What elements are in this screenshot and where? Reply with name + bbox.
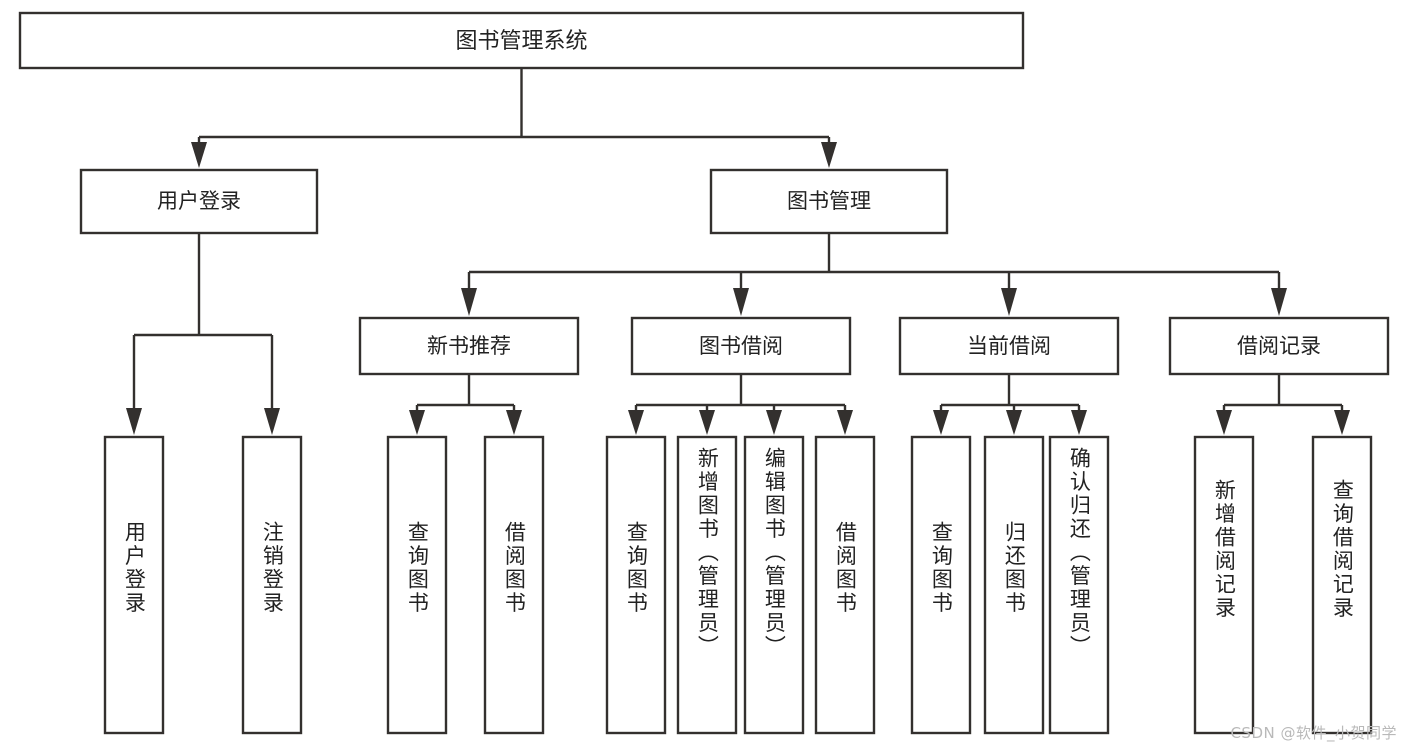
arrowhead-book-borrow-leaf-1 <box>628 410 644 435</box>
leaf-query-book-current-box[interactable] <box>910 435 972 735</box>
node-new-book-recommend-box[interactable] <box>358 316 580 376</box>
node-root[interactable]: 图书管理系统 <box>18 11 1025 70</box>
arrowhead-book-manage-child-3 <box>1001 288 1017 316</box>
leaf-query-book-borrow-box[interactable] <box>605 435 667 735</box>
node-new-book-recommend[interactable]: 新书推荐 <box>358 316 580 376</box>
node-current-borrow-label: 当前借阅 <box>967 334 1051 358</box>
connector-group-borrow-records <box>1216 374 1350 435</box>
connector-group-user-login <box>126 233 280 435</box>
node-current-borrow-box[interactable] <box>898 316 1120 376</box>
connector-group-root <box>191 68 837 168</box>
arrowhead-root-to-user-login <box>191 142 207 168</box>
arrowhead-book-borrow-leaf-2 <box>699 410 715 435</box>
leaf-borrow-book-box[interactable] <box>814 435 876 735</box>
node-book-manage-label: 图书管理 <box>787 189 871 213</box>
connector-group-book-manage <box>461 233 1287 316</box>
node-book-borrow-box[interactable] <box>630 316 852 376</box>
arrowhead-book-borrow-leaf-4 <box>837 410 853 435</box>
leaf-add-borrow-record-box[interactable] <box>1193 435 1255 735</box>
node-borrow-records-box[interactable] <box>1168 316 1390 376</box>
arrowhead-borrow-records-leaf-1 <box>1216 410 1232 435</box>
node-root-box[interactable] <box>18 11 1025 70</box>
node-book-manage-box[interactable] <box>709 168 949 235</box>
node-book-borrow-label: 图书借阅 <box>699 334 783 358</box>
leaf-query-book-recommend-box[interactable] <box>386 435 448 735</box>
arrowhead-book-manage-child-4 <box>1271 288 1287 316</box>
leaf-logout-box[interactable] <box>241 435 303 735</box>
arrowhead-root-to-book-manage <box>821 142 837 168</box>
leaf-return-book-box[interactable] <box>983 435 1045 735</box>
arrowhead-new-book-leaf-1 <box>409 410 425 435</box>
arrowhead-book-manage-child-2 <box>733 288 749 316</box>
leaf-query-borrow-record-box[interactable] <box>1311 435 1373 735</box>
node-user-login-box[interactable] <box>79 168 319 235</box>
leaf-confirm-return-admin-box[interactable] <box>1048 435 1110 735</box>
leaf-add-book-admin-box[interactable] <box>676 435 738 735</box>
leaf-edit-book-admin-box[interactable] <box>743 435 805 735</box>
arrowhead-user-login-leaf-2 <box>264 408 280 435</box>
arrowhead-book-manage-child-1 <box>461 288 477 316</box>
arrowhead-current-borrow-leaf-2 <box>1006 410 1022 435</box>
node-user-login-label: 用户登录 <box>157 189 241 213</box>
node-book-manage[interactable]: 图书管理 <box>709 168 949 235</box>
connector-group-new-book-recommend <box>409 374 522 435</box>
node-new-book-recommend-label: 新书推荐 <box>427 334 511 358</box>
arrowhead-new-book-leaf-2 <box>506 410 522 435</box>
leaf-borrow-book-recommend-box[interactable] <box>483 435 545 735</box>
arrowhead-user-login-leaf-1 <box>126 408 142 435</box>
leaf-user-login-box[interactable] <box>103 435 165 735</box>
leaf-boxes-group <box>103 435 1373 735</box>
node-user-login[interactable]: 用户登录 <box>79 168 319 235</box>
arrowhead-borrow-records-leaf-2 <box>1334 410 1350 435</box>
arrowhead-book-borrow-leaf-3 <box>766 410 782 435</box>
node-root-label: 图书管理系统 <box>455 29 587 54</box>
arrowhead-current-borrow-leaf-3 <box>1071 410 1087 435</box>
arrowhead-current-borrow-leaf-1 <box>933 410 949 435</box>
connector-group-book-borrow <box>628 374 853 435</box>
csdn-watermark: CSDN @软件_小贺同学 <box>1230 724 1397 742</box>
connector-group-current-borrow <box>933 374 1087 435</box>
node-borrow-records[interactable]: 借阅记录 <box>1168 316 1390 376</box>
node-borrow-records-label: 借阅记录 <box>1237 334 1321 358</box>
node-current-borrow[interactable]: 当前借阅 <box>898 316 1120 376</box>
node-book-borrow[interactable]: 图书借阅 <box>630 316 852 376</box>
